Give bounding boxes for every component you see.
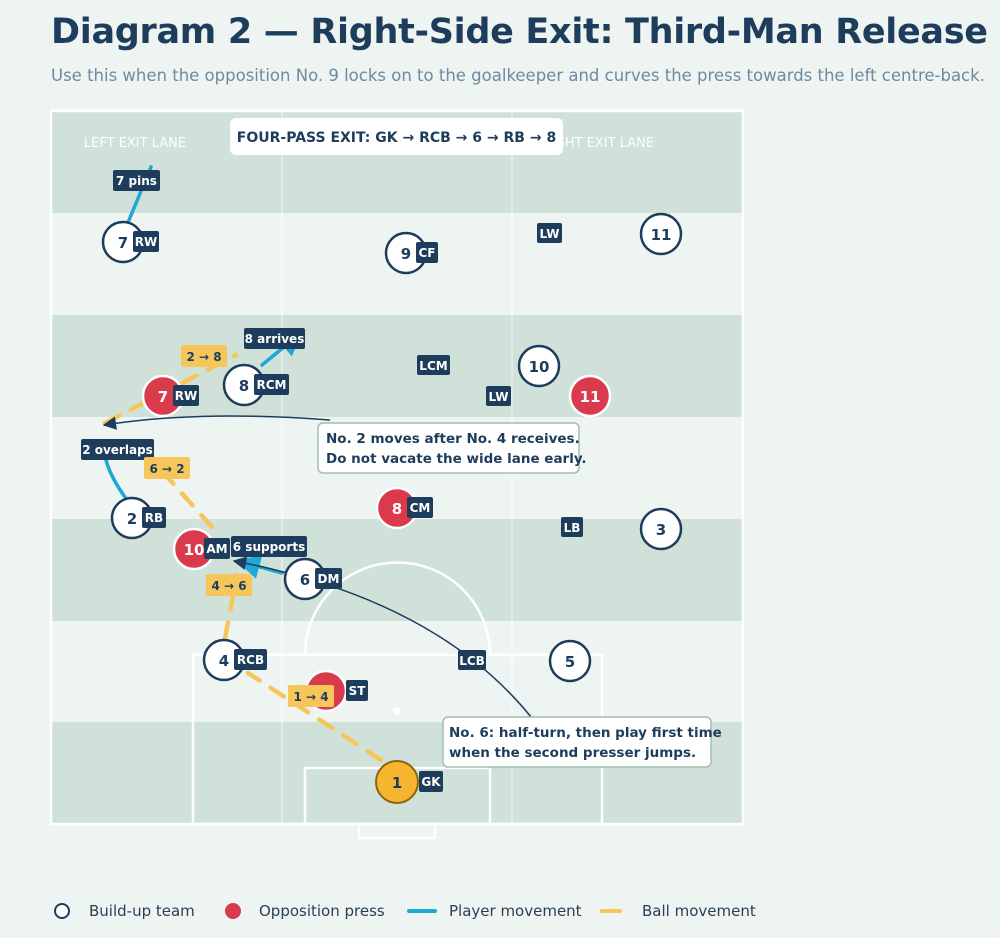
player-10-marker: 10 xyxy=(517,344,561,388)
svg-text:FOUR-PASS EXIT: GK → RCB → 6 →: FOUR-PASS EXIT: GK → RCB → 6 → RB → 8 xyxy=(237,130,556,146)
player-9-marker: 9 CF xyxy=(384,231,438,275)
svg-text:4: 4 xyxy=(219,652,229,670)
svg-text:DM: DM xyxy=(318,572,340,586)
player-8-marker: 8 RCM xyxy=(222,363,289,407)
svg-text:CM: CM xyxy=(410,501,431,515)
player-5-marker: 5 xyxy=(548,639,592,683)
svg-text:No. 2 moves after No. 4 receiv: No. 2 moves after No. 4 receives. xyxy=(326,431,580,447)
svg-text:1: 1 xyxy=(392,774,402,792)
callout-no2-arrow xyxy=(102,415,331,430)
svg-text:2 overlaps: 2 overlaps xyxy=(82,443,153,457)
legend-buildup-team: Build-up team xyxy=(54,902,195,920)
opponent-10-marker: 10 AM xyxy=(172,527,230,571)
pass-label-6-2: 6 → 2 xyxy=(144,457,190,479)
player-4-marker: 4 RCB xyxy=(202,638,267,682)
opposition-tag-lw-top: LW xyxy=(537,223,562,243)
legend-ring-icon xyxy=(54,903,70,919)
pitch-stripes xyxy=(51,111,743,824)
svg-text:11: 11 xyxy=(580,388,601,406)
legend-player-movement-label: Player movement xyxy=(449,902,582,920)
left-exit-lane-label: LEFT EXIT LANE xyxy=(84,136,186,151)
svg-text:8: 8 xyxy=(392,500,402,518)
svg-text:10: 10 xyxy=(529,358,550,376)
player-3-marker: 3 xyxy=(639,507,683,551)
svg-text:9: 9 xyxy=(401,245,411,263)
tactics-pitch-diagram: LEFT EXIT LANE RIGHT EXIT LANE LW LCM LW… xyxy=(49,109,745,840)
svg-text:6: 6 xyxy=(300,571,310,589)
svg-text:when the second presser jumps.: when the second presser jumps. xyxy=(449,745,696,761)
legend-opposition-press: Opposition press xyxy=(225,902,385,920)
legend-ball-movement: Ball movement xyxy=(600,902,756,920)
svg-text:8 arrives: 8 arrives xyxy=(245,332,305,346)
svg-text:5: 5 xyxy=(565,653,575,671)
svg-text:7: 7 xyxy=(118,234,128,252)
opponent-11-marker: 11 xyxy=(568,374,612,418)
opposition-tag-lcb: LCB xyxy=(458,650,486,670)
svg-text:6 → 2: 6 → 2 xyxy=(149,462,184,476)
page-subtitle: Use this when the opposition No. 9 locks… xyxy=(51,66,985,85)
player-6-marker: 6 DM xyxy=(283,557,342,601)
svg-text:11: 11 xyxy=(651,226,672,244)
pass-label-2-8: 2 → 8 xyxy=(181,345,227,367)
right-exit-lane-label: RIGHT EXIT LANE xyxy=(542,136,654,151)
opposition-tag-lcm: LCM xyxy=(417,355,450,375)
svg-text:LW: LW xyxy=(489,390,509,404)
legend: Build-up team Opposition press Player mo… xyxy=(0,900,1000,926)
movement-label-8-arrives: 8 arrives xyxy=(244,328,305,349)
svg-text:6 supports: 6 supports xyxy=(233,540,305,554)
player-11-marker: 11 xyxy=(639,212,683,256)
opponent-8-marker: 8 CM xyxy=(375,486,433,530)
movement-label-2-overlaps: 2 overlaps xyxy=(81,439,154,460)
svg-text:LB: LB xyxy=(564,521,581,535)
pass-label-4-6: 4 → 6 xyxy=(206,574,252,596)
svg-text:LCB: LCB xyxy=(459,654,485,668)
movement-label-6-supports: 6 supports xyxy=(231,536,307,557)
player-2-marker: 2 RB xyxy=(110,496,166,540)
opposition-tag-lw-mid: LW xyxy=(486,386,511,406)
svg-text:RW: RW xyxy=(175,389,197,403)
legend-buildup-label: Build-up team xyxy=(89,902,195,920)
callout-no2: No. 2 moves after No. 4 receives. Do not… xyxy=(317,422,587,474)
svg-text:LCM: LCM xyxy=(419,359,447,373)
svg-text:7 pins: 7 pins xyxy=(116,174,157,188)
svg-text:1 → 4: 1 → 4 xyxy=(293,690,328,704)
svg-text:ST: ST xyxy=(349,684,367,698)
opposition-tag-lb: LB xyxy=(561,517,583,537)
svg-text:RW: RW xyxy=(135,235,157,249)
svg-text:GK: GK xyxy=(421,775,441,789)
svg-text:3: 3 xyxy=(656,521,666,539)
legend-ball-movement-label: Ball movement xyxy=(642,902,756,920)
legend-solid-line-icon xyxy=(407,909,437,913)
svg-text:CF: CF xyxy=(418,246,435,260)
goalkeeper-marker: 1 GK xyxy=(375,760,443,804)
opponent-7-marker: 7 RW xyxy=(141,374,199,418)
legend-player-movement: Player movement xyxy=(407,902,582,920)
legend-dot-icon xyxy=(225,903,241,919)
movement-label-7-pins: 7 pins xyxy=(113,170,160,191)
legend-dash-icon xyxy=(600,909,622,913)
svg-text:2 → 8: 2 → 8 xyxy=(186,350,221,364)
svg-text:AM: AM xyxy=(206,542,227,556)
svg-text:10: 10 xyxy=(184,541,205,559)
page-title: Diagram 2 — Right-Side Exit: Third-Man R… xyxy=(51,12,988,52)
svg-text:LW: LW xyxy=(540,227,560,241)
svg-text:RCM: RCM xyxy=(257,378,287,392)
svg-text:Do not vacate the wide lane ea: Do not vacate the wide lane early. xyxy=(326,451,587,467)
svg-text:No. 6: half-turn, then play fi: No. 6: half-turn, then play first time xyxy=(449,725,722,741)
svg-text:8: 8 xyxy=(239,377,249,395)
four-pass-banner: FOUR-PASS EXIT: GK → RCB → 6 → RB → 8 xyxy=(230,118,563,155)
svg-text:RCB: RCB xyxy=(237,653,264,667)
player-7-marker: 7 RW xyxy=(101,220,159,264)
callout-no6: No. 6: half-turn, then play first time w… xyxy=(442,716,722,768)
svg-text:2: 2 xyxy=(127,510,137,528)
pass-label-1-4: 1 → 4 xyxy=(288,685,334,707)
svg-text:4 → 6: 4 → 6 xyxy=(211,579,246,593)
svg-text:RB: RB xyxy=(145,511,163,525)
svg-text:7: 7 xyxy=(158,388,168,406)
legend-press-label: Opposition press xyxy=(259,902,385,920)
